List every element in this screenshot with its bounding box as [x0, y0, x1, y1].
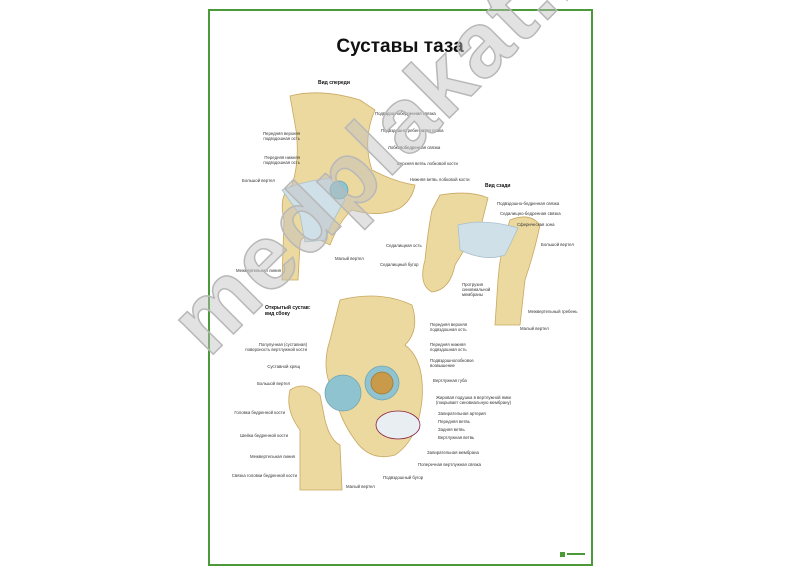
- back-view-illustration: [422, 192, 541, 326]
- label: Седалищная ость: [386, 243, 422, 248]
- label: Малый вертел: [335, 256, 364, 261]
- label: Большой вертел: [541, 242, 574, 247]
- label: Поперечная вертлужная связка: [418, 462, 482, 467]
- label: Межвертельная линия: [250, 454, 295, 459]
- label: Задняя ветвь: [438, 427, 465, 432]
- label: Межвертельная линия: [236, 268, 281, 273]
- label: Передняя ветвь: [438, 419, 470, 424]
- label: Запирательная мембрана: [427, 450, 479, 455]
- label: Запирательная артерия: [438, 411, 486, 416]
- label: Малый вертел: [520, 326, 549, 331]
- label: Подвздошный бугор: [383, 475, 424, 480]
- label: Жировая подушка в вертлужной ямке: [436, 395, 512, 400]
- label: Вертлужная ветвь: [438, 435, 475, 440]
- label: поверхность вертлужной кости: [245, 347, 307, 352]
- label: Полулунная (суставная): [258, 342, 307, 347]
- open-joint-heading: Открытый сустав:: [265, 305, 311, 311]
- label: Сферическая зона: [517, 222, 555, 227]
- label: подвздошная ость: [430, 347, 467, 352]
- label: Шейка бедренной кости: [240, 433, 288, 438]
- label: Большой вертел: [242, 178, 275, 183]
- logo: [560, 552, 585, 557]
- label: Передняя верхняя: [262, 131, 300, 136]
- label: подвздошная ость: [430, 327, 467, 332]
- label: Подвздошногребенчатая сумка: [381, 128, 444, 133]
- poster-title: Суставы таза: [336, 36, 464, 57]
- label: Нижняя ветвь лобковой кости: [410, 177, 470, 182]
- label: Седалищный бугор: [380, 262, 419, 267]
- label: мембраны: [462, 292, 483, 297]
- label: Большой вертел: [257, 381, 290, 386]
- front-view-heading: Вид спереди: [318, 80, 350, 86]
- back-view-heading: Вид сзади: [485, 183, 511, 189]
- label: подвздошная ость: [263, 160, 300, 165]
- label: подвздошная ость: [263, 136, 300, 141]
- label: Подвздошно-бедренная связка: [497, 201, 560, 206]
- poster-frame: [208, 9, 593, 566]
- label: (покрывает синовиальную мембрану): [436, 400, 512, 405]
- label: Седалищно-бедренная связка: [500, 211, 561, 216]
- label: Верхняя ветвь лобковой кости: [397, 161, 458, 166]
- label: возвышение: [430, 363, 455, 368]
- label: Передняя нижняя: [430, 342, 466, 347]
- open-joint-heading: вид сбоку: [265, 311, 290, 317]
- label: Передняя верхняя: [430, 322, 468, 327]
- label: Межвертельный гребень: [528, 309, 578, 314]
- label: Связка головки бедренной кости: [231, 473, 297, 478]
- label: Передняя нижняя: [264, 155, 300, 160]
- open-joint-illustration: [288, 295, 423, 491]
- label: Вертлужная губа: [433, 378, 467, 383]
- label: Суставной хрящ: [267, 364, 300, 369]
- label: Лобковобедренная связка: [388, 145, 441, 150]
- label: Головка бедренной кости: [234, 410, 285, 415]
- label: Протрузия: [462, 282, 483, 287]
- label: Малый вертел: [346, 484, 375, 489]
- label: Подвздошнолобковое: [430, 358, 474, 363]
- front-view-illustration: [281, 92, 416, 281]
- label: синовиальной: [462, 287, 491, 292]
- label: Подвздошнобедренная связка: [375, 111, 436, 116]
